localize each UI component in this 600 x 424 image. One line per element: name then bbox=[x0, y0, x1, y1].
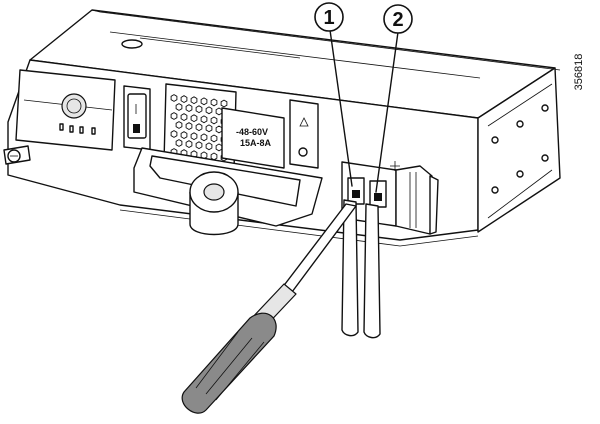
wire-negative bbox=[341, 199, 359, 337]
power-wires bbox=[341, 199, 381, 339]
grille-hole bbox=[185, 140, 193, 149]
grille-hole bbox=[210, 116, 218, 125]
grille-hole bbox=[190, 114, 198, 123]
grille-hole bbox=[195, 141, 203, 150]
grille-hole bbox=[210, 98, 218, 107]
grille-hole bbox=[180, 113, 188, 122]
ferrite-bead bbox=[189, 171, 239, 236]
label-panel: -48-60V 15A-8A bbox=[221, 107, 285, 169]
callout-1: 1 bbox=[314, 2, 353, 187]
wire-positive bbox=[363, 203, 381, 339]
grille-hole bbox=[175, 121, 183, 129]
indicator-panel bbox=[289, 99, 319, 169]
callout-2: 2 bbox=[375, 4, 413, 193]
callout-2-number: 2 bbox=[392, 9, 403, 31]
screwdriver bbox=[181, 203, 357, 414]
callout-2-circle bbox=[383, 4, 413, 34]
grille-hole bbox=[170, 130, 178, 138]
grille-hole bbox=[185, 104, 193, 113]
grille-hole bbox=[180, 95, 188, 104]
screwdriver-handle bbox=[181, 312, 277, 414]
grille-hole bbox=[190, 96, 198, 105]
grille-hole bbox=[200, 133, 208, 142]
grille-hole bbox=[210, 152, 218, 161]
grille-hole bbox=[195, 105, 203, 114]
grille-hole bbox=[215, 125, 223, 134]
left-module bbox=[3, 69, 116, 165]
grille-hole bbox=[210, 134, 218, 143]
grille-hole bbox=[180, 131, 188, 140]
callout-1-number: 1 bbox=[323, 7, 334, 29]
label-current: 15A-8A bbox=[240, 138, 272, 148]
grille-hole bbox=[190, 132, 198, 141]
callout-1-circle bbox=[314, 2, 344, 32]
callout-2-leader bbox=[375, 31, 399, 193]
ground-icon bbox=[298, 147, 308, 157]
grille-hole bbox=[215, 143, 223, 152]
grille-hole bbox=[170, 94, 178, 102]
grille-hole bbox=[175, 139, 183, 147]
power-switch[interactable] bbox=[123, 85, 151, 151]
grille-hole bbox=[205, 106, 213, 115]
grille-hole bbox=[200, 115, 208, 124]
grille-hole bbox=[200, 97, 208, 106]
grille-hole bbox=[185, 122, 193, 131]
grille-hole bbox=[205, 124, 213, 133]
grille-hole bbox=[205, 142, 213, 151]
figure-id: 356818 bbox=[573, 54, 585, 91]
label-voltage: -48-60V bbox=[236, 127, 268, 137]
grille-hole bbox=[220, 99, 228, 108]
knob bbox=[61, 93, 87, 119]
warning-icon bbox=[299, 117, 309, 127]
grille-hole bbox=[215, 107, 223, 116]
grille-hole bbox=[170, 112, 178, 120]
callout-1-leader bbox=[329, 29, 353, 187]
grille-hole bbox=[175, 103, 183, 111]
grille-hole bbox=[195, 123, 203, 132]
